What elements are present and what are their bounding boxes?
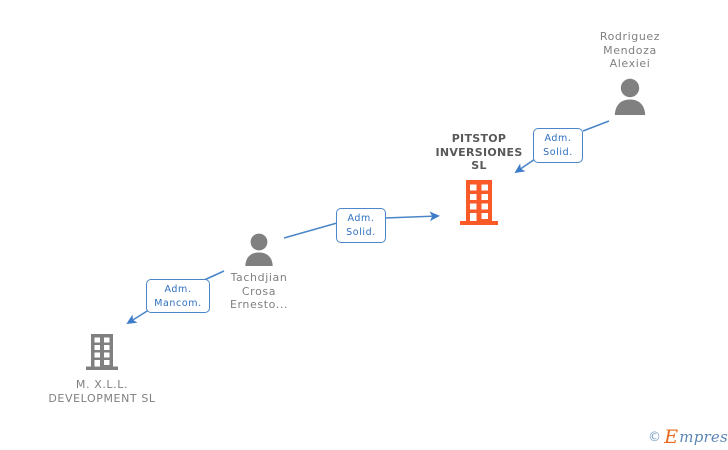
node-label-tachdjian-crosa-ernesto: Tachdjian Crosa Ernesto...: [229, 271, 289, 311]
edge-tachdjian-to-pitstop[interactable]: [283, 211, 440, 239]
node-label-pitstop-inversiones-sl: PITSTOP INVERSIONES SL: [435, 132, 523, 172]
node-label-mxll-development-sl: M. X.L.L. DEVELOPMENT SL: [48, 378, 156, 405]
company-building-icon: [37, 334, 167, 374]
person-icon: [207, 232, 311, 266]
empresia-watermark: © E mpresia: [648, 425, 728, 448]
edge-label-adm-mancom-tachdjian[interactable]: Adm. Mancom.: [146, 279, 210, 313]
node-mxll-development-sl[interactable]: M. X.L.L. DEVELOPMENT SL: [37, 334, 167, 405]
brand-initial: E: [664, 425, 679, 448]
edge-label-adm-solid-rodriguez[interactable]: Adm. Solid.: [533, 128, 583, 163]
node-pitstop-inversiones-sl[interactable]: PITSTOP INVERSIONES SL: [414, 132, 544, 230]
company-building-icon: [414, 173, 544, 230]
edge-label-adm-solid-tachdjian[interactable]: Adm. Solid.: [336, 208, 386, 243]
node-rodriguez-mendoza-alexiei[interactable]: Rodriguez Mendoza Alexiei: [578, 30, 682, 115]
edge-rodriguez-to-pitstop[interactable]: [514, 120, 610, 174]
node-label-rodriguez-mendoza-alexiei: Rodriguez Mendoza Alexiei: [599, 30, 661, 70]
node-tachdjian-crosa-ernesto[interactable]: Tachdjian Crosa Ernesto...: [207, 232, 311, 312]
brand-name: mpresia: [679, 428, 728, 446]
person-icon: [578, 71, 682, 115]
copyright-icon: ©: [648, 429, 662, 445]
